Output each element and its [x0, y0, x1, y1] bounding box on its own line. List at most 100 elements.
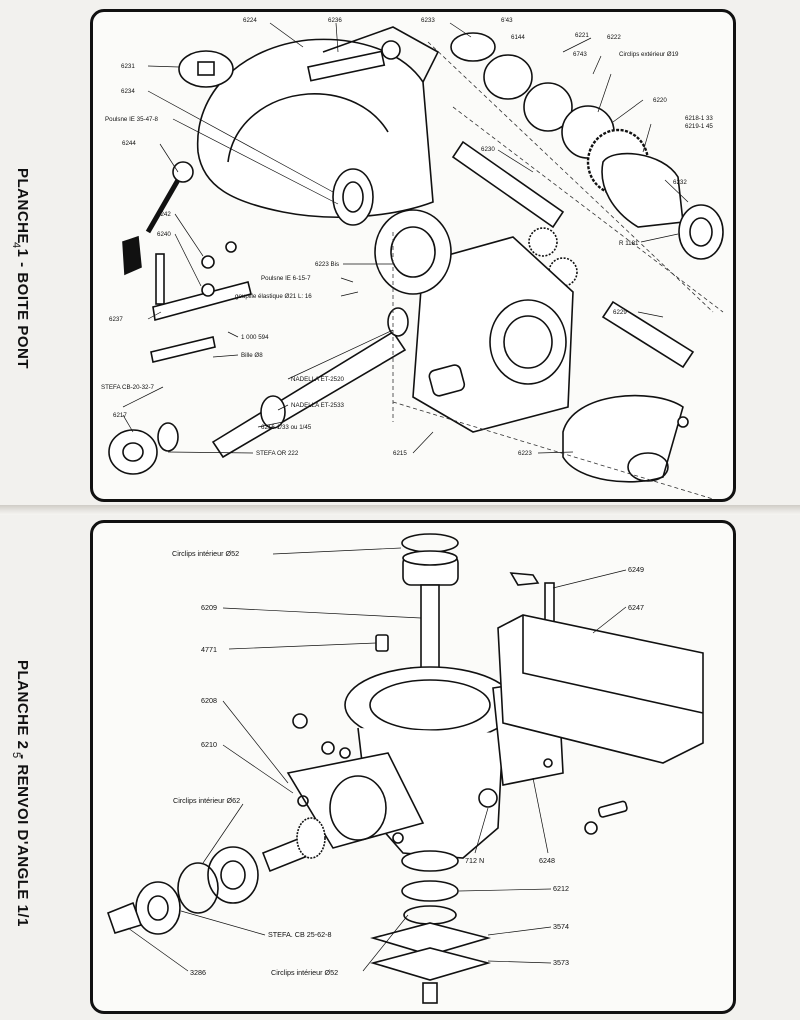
label-nadella-2520: NADELLA ET-2520	[291, 376, 345, 383]
bevel-gear-6210	[296, 817, 326, 859]
label-3574: 3574	[553, 922, 569, 931]
cover-6247-edge	[522, 615, 704, 714]
label-poulsne-6: Poulsne IE 6-15-7	[261, 275, 311, 282]
label-bille: Bille Ø8	[241, 352, 263, 359]
plate1-diagram: 6224 6236 6233 6'43 6144 6221 6222 6743 …	[90, 9, 736, 502]
bolt-small	[225, 241, 237, 253]
label-6248: 6248	[539, 856, 555, 865]
pin-4771	[375, 634, 389, 652]
label-6215: 6215	[393, 450, 407, 457]
label-6216: 6216-1/33 ou 1/45	[261, 424, 312, 431]
label-6232: 6232	[673, 179, 687, 186]
washer-upper	[321, 741, 335, 755]
diff-case	[601, 152, 684, 228]
bearing-6234	[332, 168, 374, 226]
label-6230: 6230	[481, 146, 495, 153]
label-stefa-cb25: STEFA. CB 25-62-8	[268, 930, 332, 939]
plate-3573	[370, 947, 492, 981]
label-circlips-bottom: Circlips intérieur Ø52	[271, 968, 338, 977]
label-4771: 4771	[201, 645, 217, 654]
circlip-62	[177, 862, 219, 914]
seal-cb25	[135, 881, 181, 935]
cover-6223-boss	[627, 452, 669, 482]
label-poulsne-35: Poulsne IE 35-47-8	[105, 116, 159, 123]
label-3573: 3573	[553, 958, 569, 967]
shaft-6216	[211, 330, 407, 459]
housing-inner-arc	[227, 93, 389, 163]
label-circlips-top: Circlips intérieur Ø52	[172, 549, 239, 558]
label-circlips-62: Circlips intérieur Ø62	[173, 796, 240, 805]
spring-6240	[201, 283, 215, 297]
case-foot	[428, 364, 466, 397]
label-6208: 6208	[201, 696, 217, 705]
label-6220: 6220	[653, 97, 667, 104]
pin-6237	[155, 253, 165, 305]
gear-6221	[483, 54, 533, 100]
housing-6208-bore	[369, 679, 491, 731]
case-opening	[489, 299, 567, 385]
flange-slot	[197, 61, 215, 76]
washer-6212	[401, 880, 459, 902]
label-6221: 6221	[575, 32, 589, 39]
label-6249: 6249	[628, 565, 644, 574]
side-bore	[329, 775, 387, 841]
label-6144: 6144	[511, 34, 525, 41]
plate1-parts	[108, 26, 724, 483]
seal-or222	[157, 422, 179, 452]
plate2-diagram: Circlips intérieur Ø52 6249 6209 6247 47…	[90, 520, 736, 1014]
label-3286: 3286	[190, 968, 206, 977]
plate2-parts	[106, 533, 704, 1004]
label-6219: 6219-1 45	[685, 123, 713, 130]
label-6242: 6242	[157, 211, 171, 218]
flange-hole-2	[392, 832, 404, 844]
hex-plug-3286	[106, 901, 143, 934]
label-6143: 6'43	[501, 17, 513, 24]
bearing-r1181	[678, 204, 724, 260]
label-6234: 6234	[121, 88, 135, 95]
label-stefa-cb: STEFA CB-20-32-7	[101, 384, 155, 391]
washer-6236	[381, 40, 401, 60]
screw-6242	[201, 255, 215, 269]
bolt-6248	[597, 800, 628, 818]
nut-upper	[339, 747, 351, 759]
bracket-hole-2	[543, 758, 553, 768]
gear-6222	[523, 82, 573, 132]
label-6224: 6224	[243, 17, 257, 24]
plate1-labels: 6224 6236 6233 6'43 6144 6221 6222 6743 …	[101, 17, 713, 457]
label-goupille: goupille élastique Ø21 L: 16	[235, 293, 312, 300]
ring-6233	[450, 32, 496, 62]
plate1-page-number: 4	[10, 242, 22, 249]
bearing-r1181-inner	[689, 217, 713, 247]
lever-knob-6244	[172, 161, 194, 183]
label-circlips-ext: Circlips extérieur Ø19	[619, 51, 679, 58]
flange-hole-1	[297, 795, 309, 807]
pinion-gear	[528, 227, 558, 257]
plate1-title: PLANCHE 1 - BOITE PONT	[14, 168, 31, 370]
case-opening-inner	[503, 315, 553, 369]
label-6236: 6236	[328, 17, 342, 24]
cover-inner	[390, 226, 436, 278]
label-6237: 6237	[109, 316, 123, 323]
plate1-drawing: 6224 6236 6233 6'43 6144 6221 6222 6743 …	[101, 17, 724, 499]
label-6212: 6212	[553, 884, 569, 893]
label-stefa-or: STEFA OR 222	[256, 450, 299, 457]
shaft-6230	[451, 140, 565, 229]
label-6218: 6218-1 33	[685, 115, 713, 122]
washer-6248	[584, 821, 598, 835]
plate2-drawing: Circlips intérieur Ø52 6249 6209 6247 47…	[106, 533, 704, 1004]
label-6229: 6229	[613, 309, 627, 316]
plate-3574	[370, 922, 492, 956]
label-712n: 712 N	[465, 856, 484, 865]
flange-6217	[108, 429, 158, 475]
bolt-6223	[677, 416, 689, 428]
label-6223bis: 6223 Bis	[315, 261, 339, 268]
label-6209: 6209	[201, 603, 217, 612]
circlip-bottom	[403, 905, 457, 925]
fork-part	[122, 235, 142, 276]
leader-lines	[122, 22, 689, 454]
bolt-6236	[307, 50, 386, 82]
bolt-upper	[292, 713, 308, 729]
clip-6249	[509, 572, 540, 586]
label-6231: 6231	[121, 63, 135, 70]
plate2-leader-lines	[127, 547, 627, 972]
